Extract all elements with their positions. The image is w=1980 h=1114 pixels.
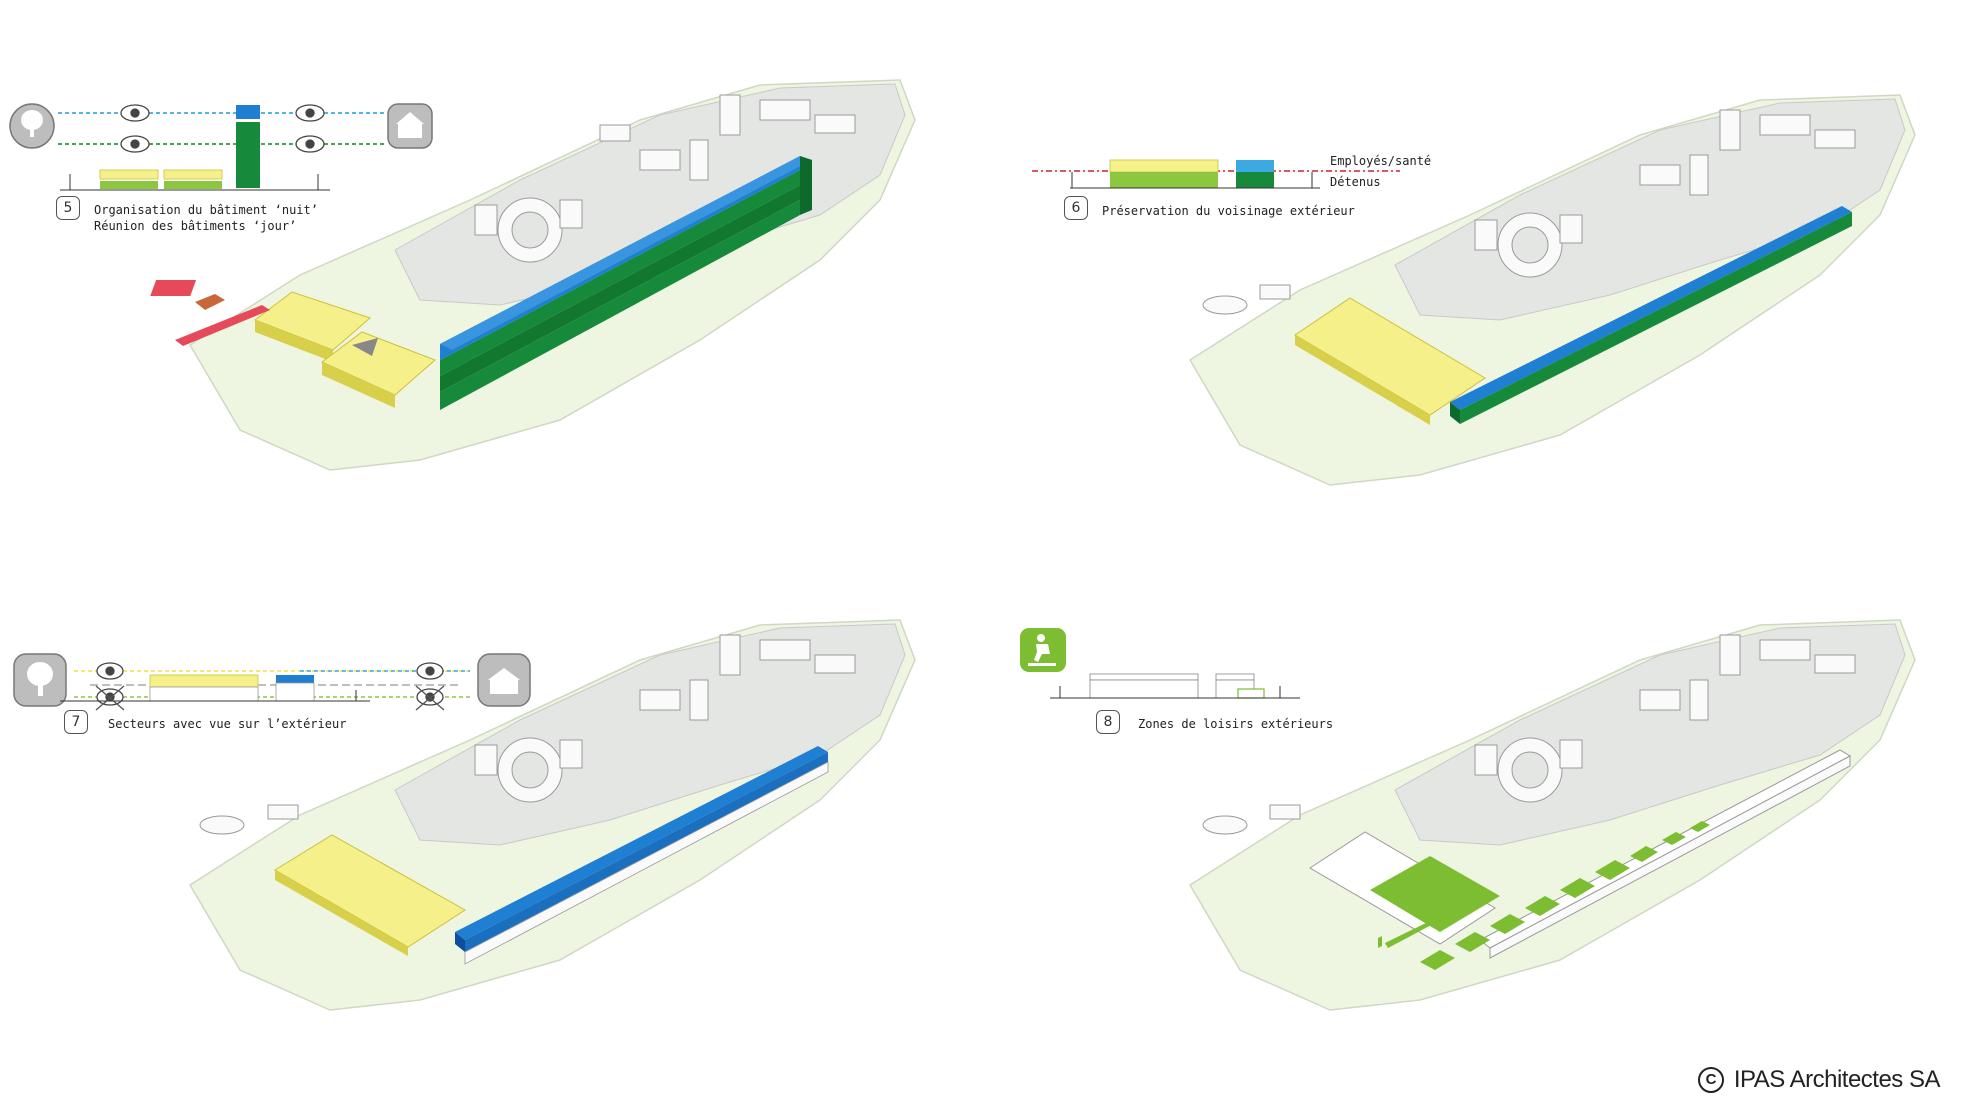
panel-caption: Organisation du bâtiment ‘nuit’ Réunion … bbox=[94, 202, 318, 234]
caption-line: Secteurs avec vue sur l’extérieur bbox=[108, 717, 347, 731]
schema-6 bbox=[1032, 159, 1400, 189]
schema-7-block bbox=[13, 653, 531, 711]
panel-number: 8 bbox=[1096, 710, 1120, 734]
day-buildings bbox=[1294, 297, 1486, 425]
caption-line: Réunion des bâtiments ‘jour’ bbox=[94, 219, 297, 233]
entrance bbox=[150, 280, 270, 346]
panel-7: 7 Secteurs avec vue sur l’extérieur bbox=[0, 540, 990, 1080]
panel-caption: Zones de loisirs extérieurs bbox=[1138, 716, 1333, 732]
caption-line: Préservation du voisinage extérieur bbox=[1102, 204, 1355, 218]
existing-buildings bbox=[1202, 109, 1856, 315]
panel-8: 8 Zones de loisirs extérieurs bbox=[990, 540, 1980, 1080]
day-buildings bbox=[253, 291, 436, 408]
leisure-zones bbox=[1370, 821, 1710, 970]
night-building-bar bbox=[440, 156, 812, 410]
schema-5 bbox=[9, 103, 433, 191]
building-icon bbox=[396, 112, 424, 138]
copyright-text: IPAS Architectes SA bbox=[1733, 1066, 1941, 1093]
leisure-person-icon bbox=[1028, 634, 1056, 666]
existing-buildings bbox=[474, 94, 856, 263]
copyright-notice: C IPAS Architectes SA bbox=[1697, 1066, 1941, 1094]
night-building-bar bbox=[1450, 206, 1852, 424]
building-icon bbox=[488, 668, 520, 694]
night-building-bar bbox=[455, 746, 829, 965]
tree-icon bbox=[27, 662, 53, 696]
existing-buildings bbox=[199, 634, 856, 835]
copyright-icon: C bbox=[1697, 1067, 1724, 1093]
schema-8-block bbox=[1020, 628, 1300, 699]
panel-number: 5 bbox=[56, 196, 80, 220]
panel-caption: Secteurs avec vue sur l’extérieur bbox=[108, 716, 346, 732]
caption-line: Zones de loisirs extérieurs bbox=[1138, 717, 1334, 731]
day-buildings bbox=[274, 834, 466, 956]
legend-top-label: Employés/santé bbox=[1330, 154, 1432, 168]
caption-line: Organisation du bâtiment ‘nuit’ bbox=[94, 203, 318, 217]
eye-icon bbox=[120, 104, 325, 153]
panel-5: 5 Organisation du bâtiment ‘nuit’ Réunio… bbox=[0, 0, 990, 540]
panel-caption: Préservation du voisinage extérieur bbox=[1102, 203, 1355, 219]
panel-6: Employés/santé Détenus 6 Préservation du… bbox=[990, 0, 1980, 540]
tree-icon bbox=[21, 110, 43, 137]
panel-number: 6 bbox=[1064, 196, 1088, 220]
panel-number: 7 bbox=[64, 710, 88, 734]
legend-bottom-label: Détenus bbox=[1330, 175, 1381, 189]
